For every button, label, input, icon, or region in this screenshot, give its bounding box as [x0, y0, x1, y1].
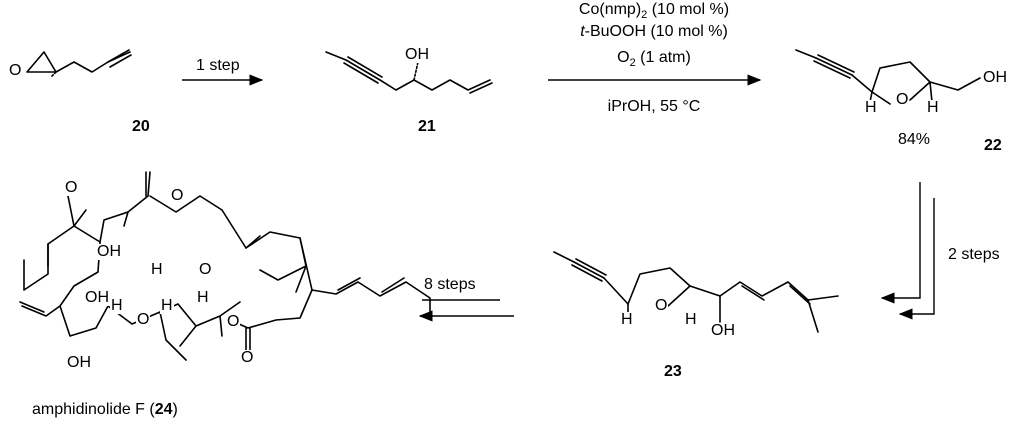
condition-oxygen: O2 (1 atm)	[617, 49, 691, 70]
atom-H-22a: H	[864, 99, 878, 116]
atom-H-24a: H	[150, 261, 164, 278]
atom-H-22b: H	[926, 99, 940, 116]
atom-OH-23: OH	[710, 322, 736, 339]
atom-OH-21: OH	[404, 46, 430, 63]
atom-OH-24b: OH	[66, 354, 92, 371]
step-8-label: 8 steps	[424, 276, 476, 293]
atom-O-24-thf1: O	[198, 261, 213, 278]
arrow-2-steps	[880, 182, 921, 304]
condition-oxidant: t-BuOOH (10 mol %)	[580, 23, 728, 40]
structure-21	[325, 51, 493, 94]
atom-O-ketone2: O	[170, 187, 185, 204]
atom-H-24c: H	[110, 297, 124, 314]
atom-OH-22: OH	[982, 69, 1008, 86]
condition-catalyst: Co(nmp)2 (10 mol %)	[578, 1, 730, 22]
step-2-label: 2 steps	[948, 246, 1000, 263]
structure-22	[795, 49, 981, 105]
atom-O-ketone1: O	[64, 179, 79, 196]
compound-23-number: 23	[664, 363, 682, 380]
atom-HO-24: OH	[84, 289, 110, 306]
atom-H-24b: H	[196, 289, 210, 306]
compound-22-yield: 84%	[898, 131, 931, 148]
atom-H-23b: H	[684, 311, 698, 328]
compound-20-number: 20	[132, 118, 150, 135]
structure-24	[19, 171, 431, 361]
atom-O-epoxide: O	[8, 62, 23, 79]
structure-23	[553, 251, 839, 333]
atom-O-24-carbonyl: O	[240, 349, 255, 366]
atom-O-22: O	[895, 91, 910, 108]
atom-H-23a: H	[620, 311, 634, 328]
compound-21-number: 21	[418, 118, 436, 135]
atom-O-24-thf2: O	[136, 311, 151, 328]
compound-22-number: 22	[984, 137, 1002, 154]
atom-H-24d: H	[160, 297, 174, 314]
compound-24-label: amphidinolide F (24)	[32, 401, 178, 418]
atom-O-23: O	[654, 297, 669, 314]
condition-solvent: iPrOH, 55 °C	[607, 98, 701, 115]
structure-20	[26, 49, 132, 77]
atom-O-24-ester: O	[226, 313, 241, 330]
atom-OH-24a: OH	[96, 243, 122, 260]
step-1-label: 1 step	[196, 57, 240, 74]
